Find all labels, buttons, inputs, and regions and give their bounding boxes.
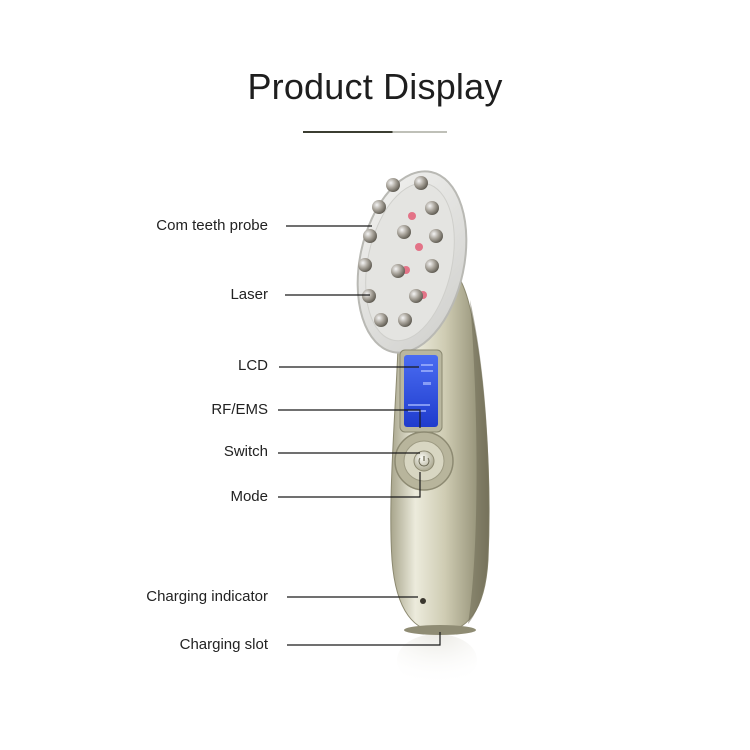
callout-label-charging-indicator: Charging indicator [146, 588, 268, 605]
charging-indicator-light [420, 598, 426, 604]
callout-label-com-teeth-probe: Com teeth probe [156, 217, 268, 234]
callout-leader-lines [278, 225, 441, 646]
callout-label-charging-slot: Charging slot [179, 636, 268, 653]
callout-label-mode: Mode [230, 488, 268, 505]
lcd-screen [404, 355, 438, 427]
callout-label-rf-ems: RF/EMS [211, 401, 268, 418]
comb-teeth-probes [358, 176, 443, 327]
title-divider [303, 131, 447, 133]
lcd-readouts [408, 364, 433, 412]
callout-label-lcd: LCD [237, 357, 268, 374]
callout-label-switch: Switch [223, 443, 268, 460]
page-title: Product Display [247, 66, 503, 107]
device-reflection [397, 634, 477, 686]
callout-label-laser: Laser [230, 286, 268, 303]
